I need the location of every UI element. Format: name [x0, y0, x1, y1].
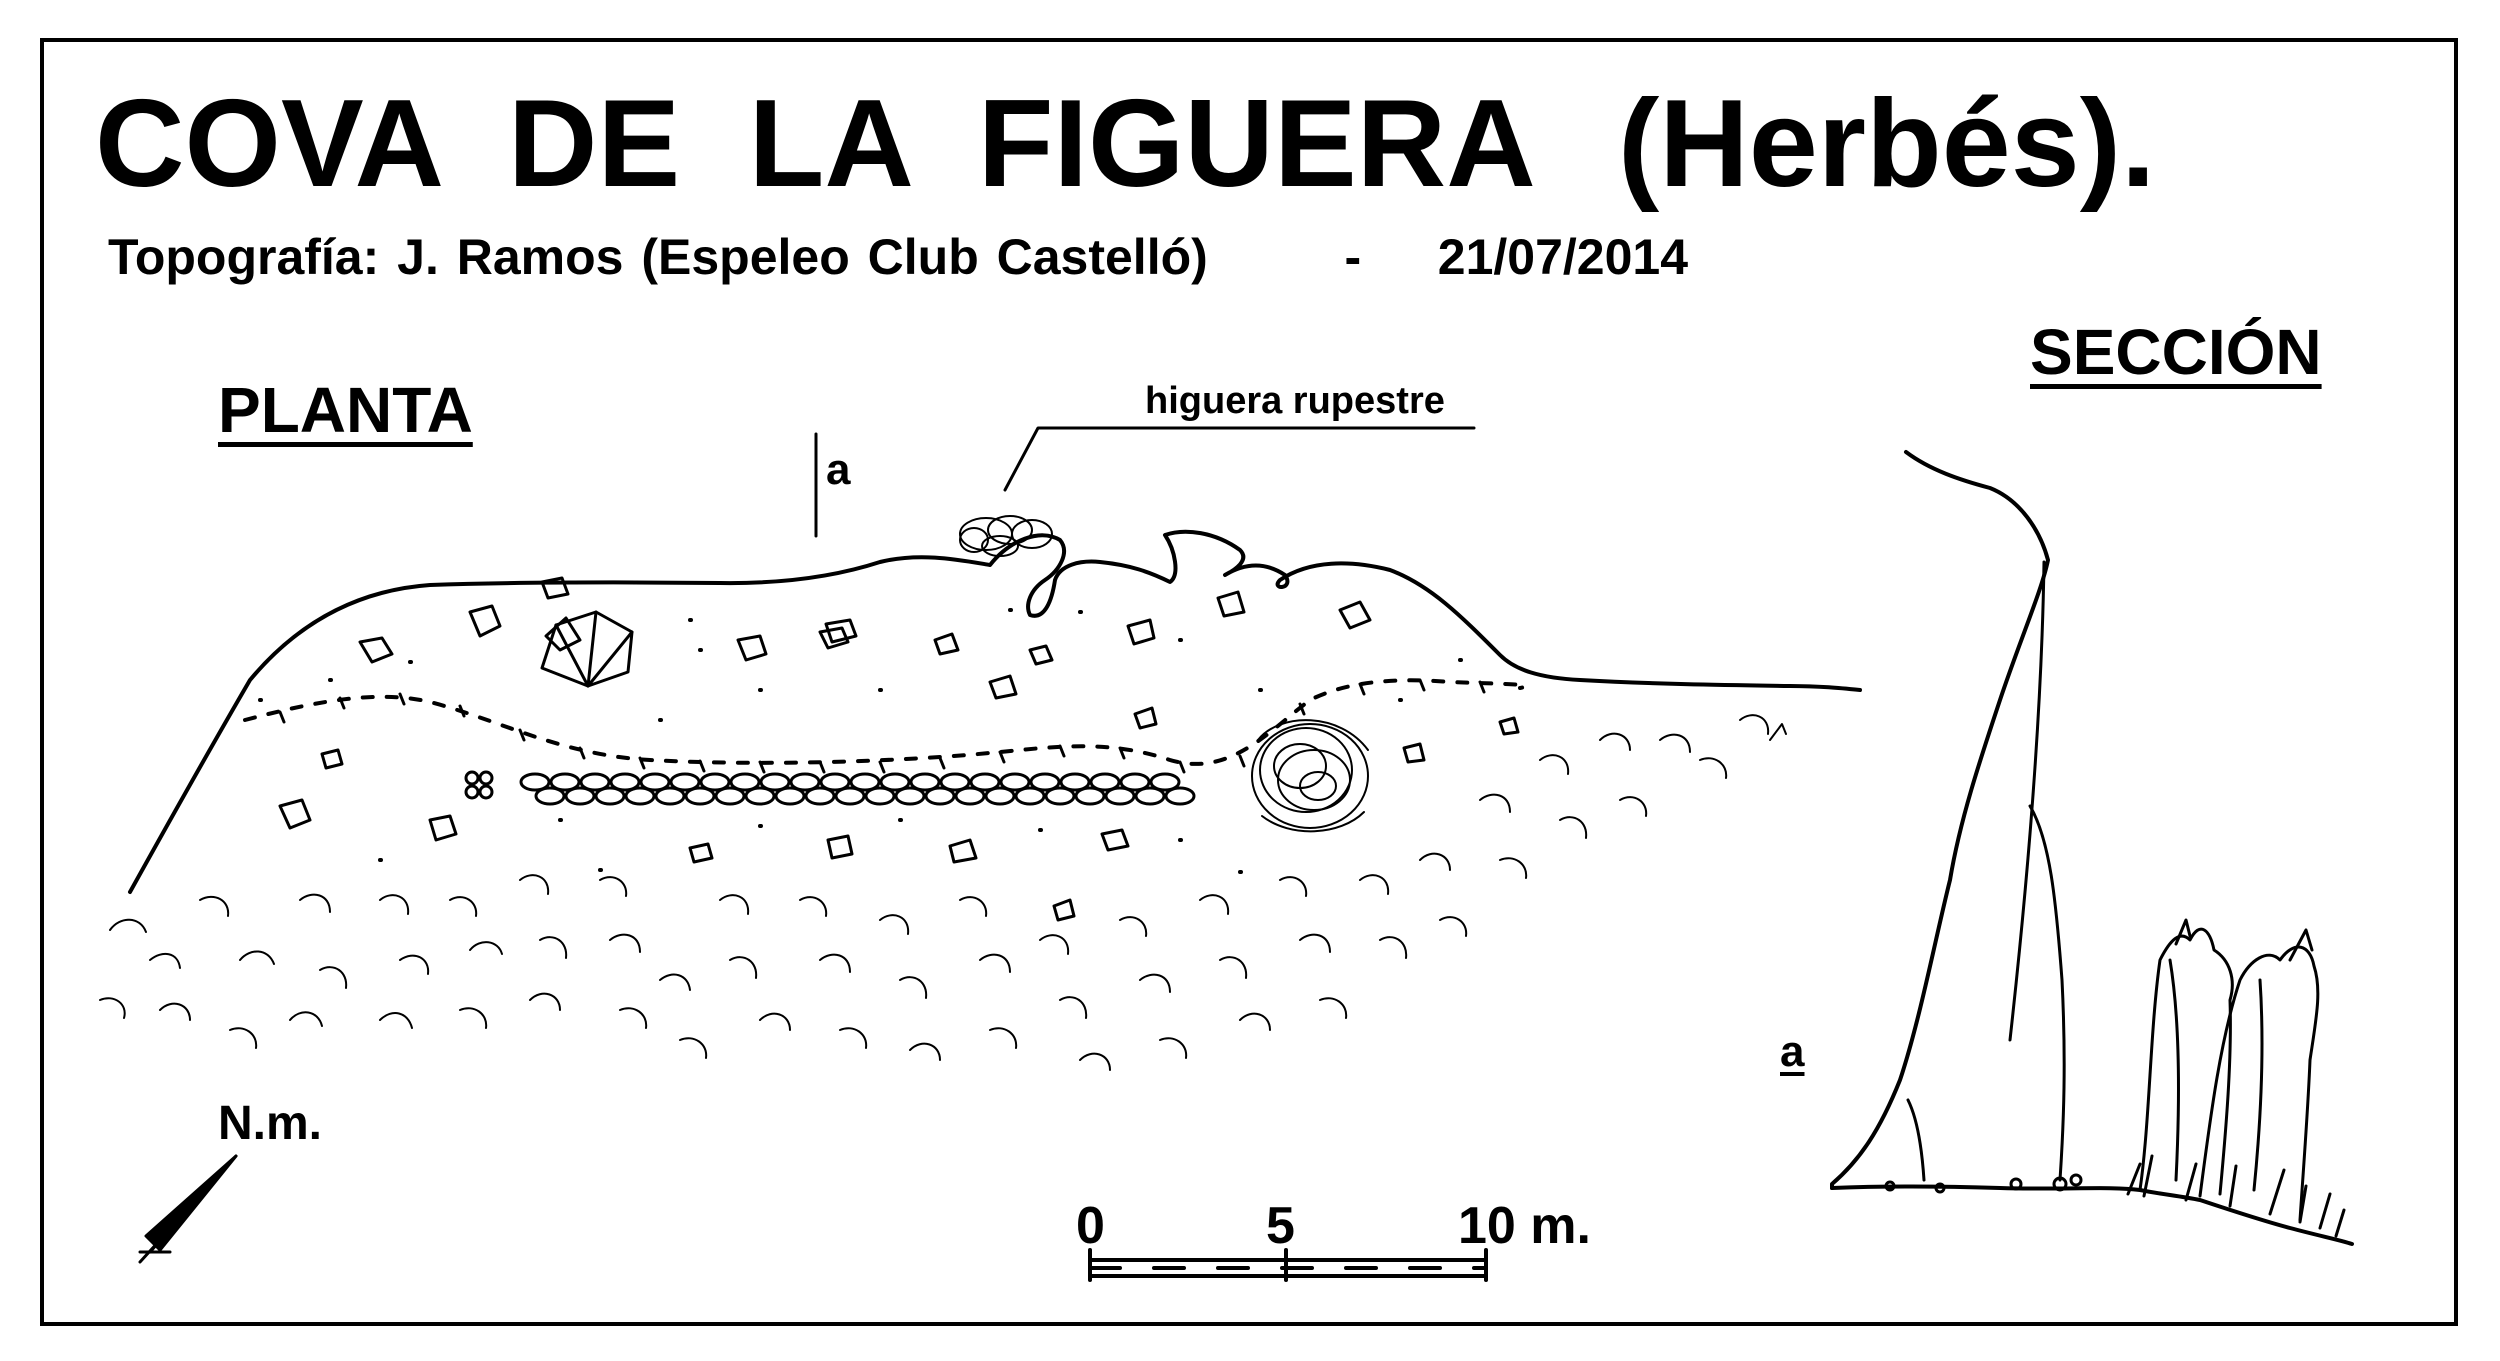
plan-stipple	[258, 608, 1463, 874]
cave-title: COVA DE LA FIGUERA	[95, 75, 1536, 213]
credits-author: Topografía: J. Ramos (Espeleo Club Caste…	[108, 229, 1208, 285]
plan-bush-icon	[1251, 719, 1369, 833]
section-wall-edge-2	[1906, 1098, 1926, 1182]
fig-leader-line	[1003, 426, 1476, 492]
section-heading: SECCIÓN	[2030, 316, 2322, 388]
credits-date: 21/07/2014	[1437, 229, 1689, 285]
plan-ledge-ticks	[278, 678, 1486, 774]
section-wall-edge	[2028, 804, 2066, 1182]
section-ground-line	[1830, 1184, 2354, 1246]
scale-tick-5: 5	[1266, 1197, 1295, 1255]
section-marker: a	[1780, 1027, 1805, 1076]
credits-separator: -	[1344, 229, 1362, 285]
scale-bar	[1088, 1248, 1488, 1282]
scale-tick-10: 10 m.	[1458, 1197, 1591, 1255]
fig-tree-label: higuera rupestre	[1145, 380, 1445, 422]
section-cliff-inner	[2008, 560, 2046, 1042]
plan-scree	[99, 714, 1787, 1071]
survey-credits: Topografía: J. Ramos (Espeleo Club Caste…	[108, 232, 1688, 282]
north-label: N.m.	[218, 1097, 323, 1150]
cave-location: (Herbés).	[1618, 75, 2156, 213]
plan-heading: PLANTA	[218, 374, 473, 446]
section-vegetation-icon	[2126, 918, 2346, 1238]
plan-blocks	[278, 576, 1520, 922]
section-ground-stones	[1884, 1173, 2083, 1194]
scale-tick-0: 0	[1076, 1197, 1105, 1255]
fig-tree-icon	[959, 515, 1053, 557]
plan-rubble-band	[464, 770, 1196, 806]
section-cliff-outline	[1830, 450, 2050, 1190]
north-arrow-icon	[138, 1154, 238, 1264]
plan-ledge-line	[243, 678, 1528, 766]
plan-cave-outline	[128, 529, 1862, 894]
plan-boulder	[540, 610, 634, 688]
map-frame	[40, 38, 2458, 1326]
plan-section-marker: a	[826, 445, 851, 494]
